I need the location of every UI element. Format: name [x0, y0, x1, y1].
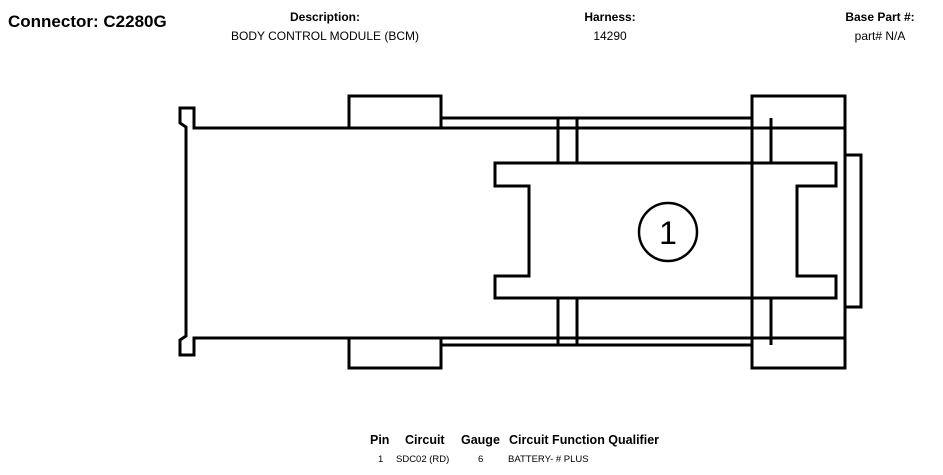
- right-latch-inner: [752, 161, 771, 300]
- right-tab: [845, 153, 863, 309]
- harness-block: Harness: 14290: [550, 8, 670, 46]
- description-block: Description: BODY CONTROL MODULE (BCM): [200, 8, 450, 46]
- left-latch-slot: [493, 118, 754, 345]
- top-rail: [194, 96, 845, 130]
- row-1-circuit: SDC02 (RD): [396, 454, 450, 465]
- row-1-gauge: 6: [478, 454, 484, 465]
- description-header: Description:: [289, 10, 360, 24]
- pin-1-label: 1: [659, 215, 677, 251]
- connector-title: Connector: C2280G: [8, 12, 167, 31]
- base-part-block: Base Part #: part# N/A: [820, 8, 940, 46]
- base-part-header: Base Part #:: [845, 10, 915, 24]
- harness-value: 14290: [593, 29, 627, 43]
- row-1-pin: 1: [378, 454, 384, 465]
- connector-body-outline: [178, 94, 847, 370]
- circuit-header: Circuit: [405, 433, 445, 447]
- description-value: BODY CONTROL MODULE (BCM): [230, 29, 419, 43]
- bottom-rail: [194, 336, 845, 368]
- pin-1-circle: [637, 201, 699, 263]
- row-1-function: BATTERY- # PLUS: [508, 454, 589, 465]
- harness-header: Harness:: [584, 10, 636, 24]
- base-part-value: part# N/A: [854, 29, 906, 43]
- left-latch-inner: [558, 161, 577, 300]
- function-header: Circuit Function Qualifier: [509, 433, 660, 447]
- gauge-header: Gauge: [461, 433, 500, 447]
- right-latch-slot: [750, 118, 838, 345]
- pin-header: Pin: [370, 433, 390, 447]
